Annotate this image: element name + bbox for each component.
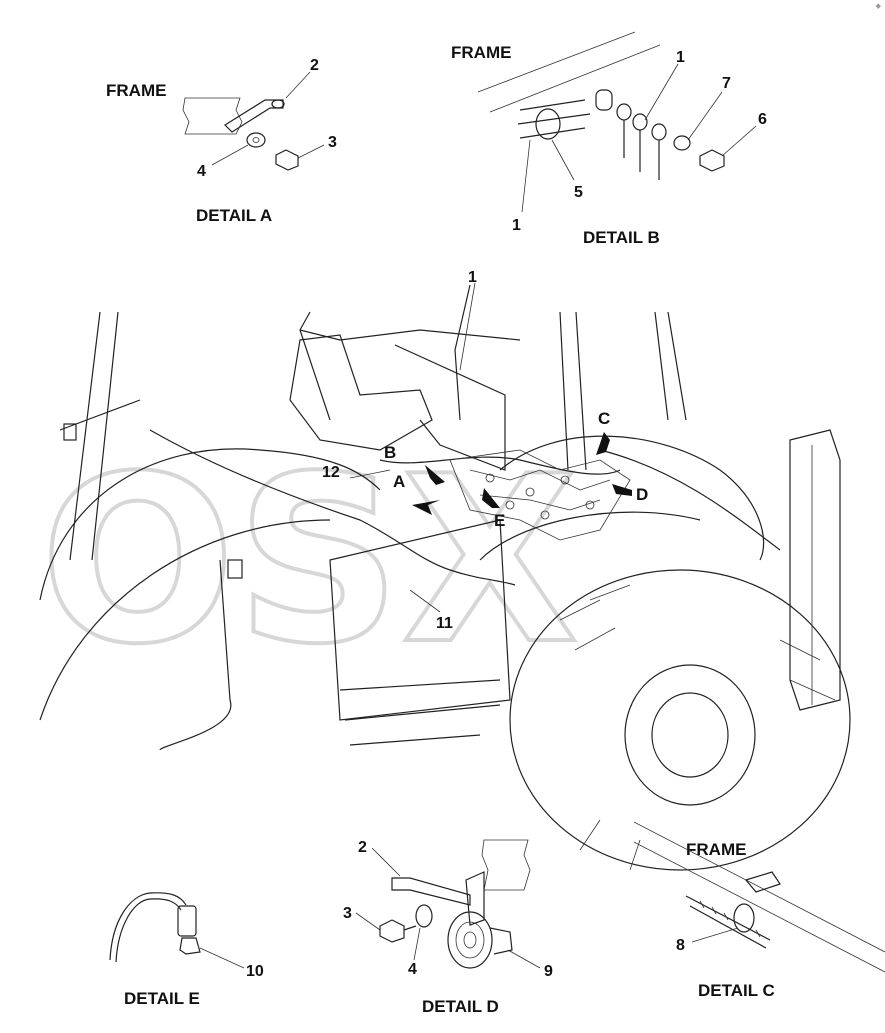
detail-b-title: DETAIL B <box>583 228 660 247</box>
callout-1: 1 <box>512 217 521 234</box>
callout-7: 7 <box>722 75 731 92</box>
main-view: OSX <box>38 269 851 871</box>
main-callout-12: 12 <box>322 464 340 481</box>
callout-8: 8 <box>676 937 685 954</box>
harness <box>517 99 591 139</box>
console-panel <box>329 519 511 721</box>
main-harness <box>379 456 621 475</box>
detail-b-frame-label: FRAME <box>451 43 511 62</box>
connector <box>63 423 77 441</box>
detail-ref-c: C <box>598 409 610 428</box>
arrow-c <box>596 432 610 455</box>
bracket-mount <box>271 99 285 109</box>
ring-terminal <box>632 113 648 131</box>
callout-5: 5 <box>574 184 583 201</box>
detail-arrows <box>412 432 632 515</box>
detail-ref-a: A <box>393 472 405 491</box>
cab-post-left <box>69 311 119 561</box>
rear-tire <box>509 569 851 871</box>
wheel-hub <box>651 692 729 778</box>
detail-ref-e: E <box>494 511 505 530</box>
connector-boot <box>177 905 197 937</box>
detail-c: FRAME 8 DETAIL C <box>633 821 885 1000</box>
callout-3: 3 <box>328 134 337 151</box>
callout-2: 2 <box>310 57 319 74</box>
wheel-rim <box>624 664 756 806</box>
grommet <box>535 108 561 140</box>
detail-c-title: DETAIL C <box>698 981 775 1000</box>
callout-9: 9 <box>544 963 553 980</box>
callout-4: 4 <box>408 961 417 978</box>
callout-4: 4 <box>197 163 206 180</box>
callout-2: 2 <box>358 839 367 856</box>
detail-c-frame-label: FRAME <box>686 840 746 859</box>
fender-left <box>39 448 381 601</box>
callout-3: 3 <box>343 905 352 922</box>
callout-6: 6 <box>758 111 767 128</box>
seat <box>289 334 433 451</box>
frame-plate <box>182 97 243 135</box>
detail-a: FRAME 2 3 4 DETAIL A <box>106 57 337 225</box>
detail-d: 2 3 4 9 DETAIL D <box>343 839 553 1016</box>
corner-stamp: ◆ <box>875 2 881 10</box>
detail-ref-d: D <box>636 485 648 504</box>
rear-post <box>789 429 841 711</box>
bolt <box>275 149 299 171</box>
bolt <box>699 149 725 172</box>
frame-plate <box>481 839 531 891</box>
wire <box>109 892 187 961</box>
detail-d-title: DETAIL D <box>422 997 499 1016</box>
bracket <box>391 877 471 906</box>
washer <box>673 135 691 151</box>
harness-lead-right <box>599 449 781 551</box>
callout-1: 1 <box>676 49 685 66</box>
ring-terminal <box>651 123 667 141</box>
arrow-e <box>482 488 500 508</box>
cab-post-center <box>559 311 587 471</box>
cab-post-right <box>654 311 687 421</box>
wiring-cluster <box>449 449 631 541</box>
horn-terminal <box>489 927 513 955</box>
main-callout-1: 1 <box>468 269 477 286</box>
detail-a-title: DETAIL A <box>196 206 272 225</box>
harness-branch <box>149 429 516 586</box>
arrow-b <box>425 465 445 485</box>
harness <box>685 895 771 949</box>
detail-b: FRAME 1 7 6 5 1 DETAIL B <box>451 31 767 247</box>
detail-a-frame-label: FRAME <box>106 81 166 100</box>
detail-ref-b: B <box>384 443 396 462</box>
arrow-d <box>612 484 632 496</box>
washer <box>415 904 433 928</box>
spacer <box>595 89 613 111</box>
bracket <box>224 99 284 133</box>
connector <box>227 559 243 579</box>
tire-tread <box>559 584 836 871</box>
main-callout-11: 11 <box>436 615 453 632</box>
arrow-a <box>412 500 440 515</box>
watermark: OSX <box>40 428 579 695</box>
frame-clip-mount <box>744 871 781 893</box>
fender-right <box>499 435 765 561</box>
harness-lead-left <box>159 559 232 751</box>
ring-terminal <box>616 103 632 121</box>
callout-10: 10 <box>246 963 264 980</box>
washer <box>246 132 266 148</box>
seat-back <box>394 344 506 471</box>
bolt <box>379 919 405 943</box>
detail-e-title: DETAIL E <box>124 989 200 1008</box>
floor-steps <box>339 679 501 746</box>
detail-e: 10 DETAIL E <box>109 892 264 1008</box>
horn <box>447 911 493 969</box>
terminal-cap <box>179 937 201 955</box>
harness-clamp <box>733 903 755 933</box>
